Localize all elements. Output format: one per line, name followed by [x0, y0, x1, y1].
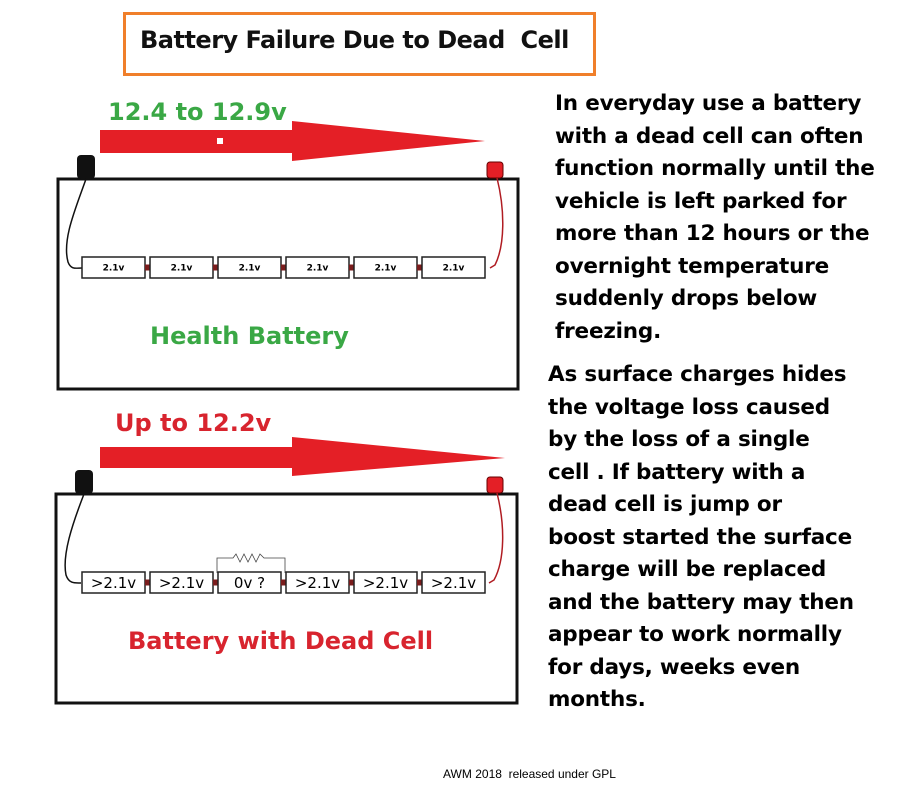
cell-voltage-label: >2.1v	[431, 574, 476, 592]
cell	[421, 256, 486, 279]
cell-voltage-label: 2.1v	[239, 264, 261, 274]
dead-voltage-label: Up to 12.2v	[115, 409, 272, 437]
cell-connector	[281, 579, 286, 586]
healthy-cells: 2.1v 2.1v 2.1v 2.1v 2.1v 2.1v	[81, 256, 486, 279]
cell-connector	[145, 579, 150, 586]
positive-wire	[488, 492, 504, 584]
cell-voltage-label: 2.1v	[375, 264, 397, 274]
voltage-arrow-dead	[100, 437, 505, 476]
paragraph-line: dead cell is jump or	[548, 492, 782, 517]
paragraph-line: boost started the surface	[548, 524, 852, 550]
resistor-symbol	[216, 553, 286, 573]
paragraph-line: and the battery may then	[548, 589, 854, 615]
healthy-battery-case	[56, 177, 520, 391]
paragraph-line: In everyday use a battery	[555, 91, 862, 116]
cell-voltage-label: 2.1v	[307, 264, 329, 274]
cell-connector	[349, 579, 354, 586]
negative-terminal	[75, 470, 93, 494]
diagram-title: Battery Failure Due to Dead Cell	[140, 26, 569, 54]
cell-voltage-label: 0v ?	[234, 574, 265, 592]
cell-connector	[213, 579, 218, 586]
negative-wire	[64, 493, 85, 584]
cell-connector	[417, 579, 422, 586]
healthy-voltage-label: 12.4 to 12.9v	[108, 98, 287, 126]
paragraph-line: freezing.	[555, 318, 662, 344]
paragraph-line: cell . If battery with a	[548, 459, 806, 485]
cell-connector	[349, 264, 354, 271]
paragraph-line: by the loss of a single	[548, 427, 810, 452]
paragraph-line: function normally until the	[555, 156, 875, 181]
paragraph-line: with a dead cell can often	[555, 123, 864, 149]
paragraph-line: for days, weeks even	[548, 654, 801, 680]
paragraph-line: suddenly drops below	[555, 286, 818, 311]
cell-voltage-label: >2.1v	[295, 574, 340, 592]
cell-connector	[145, 264, 150, 271]
cell-connector	[213, 264, 218, 271]
paragraph-line: the voltage loss caused	[548, 394, 830, 420]
positive-terminal	[486, 161, 504, 179]
healthy-battery-label: Health Battery	[150, 322, 349, 350]
dead-battery-label: Battery with Dead Cell	[128, 627, 434, 655]
paragraph-line: vehicle is left parked for	[555, 188, 847, 214]
explanation-paragraph-1: In everyday use a battery with a dead cel…	[555, 88, 905, 348]
positive-terminal	[486, 476, 504, 494]
dead-cells: >2.1v >2.1v 0v ? >2.1v >2.1v >2.1v	[81, 571, 486, 594]
voltage-arrow-healthy	[100, 121, 485, 161]
negative-wire	[65, 178, 87, 269]
cell-voltage-label: 2.1v	[443, 264, 465, 274]
cell-voltage-label: >2.1v	[363, 574, 408, 592]
negative-terminal	[77, 155, 95, 179]
paragraph-line: charge will be replaced	[548, 557, 827, 582]
cell-voltage-label: 2.1v	[171, 264, 193, 274]
cell-connector	[281, 264, 286, 271]
paragraph-line: overnight temperature	[555, 253, 830, 279]
cell-voltage-label: 2.1v	[103, 264, 125, 274]
paragraph-line: more than 12 hours or the	[555, 221, 870, 246]
dead-battery-case	[54, 492, 519, 705]
footer-credit: AWM 2018 released under GPL	[443, 767, 616, 781]
paragraph-line: appear to work normally	[548, 622, 842, 647]
explanation-paragraph-2: As surface charges hides the voltage loss…	[548, 359, 898, 717]
paragraph-line: As surface charges hides	[548, 362, 847, 387]
cell-voltage-label: >2.1v	[91, 574, 136, 592]
positive-wire	[489, 177, 504, 269]
arrow-marker	[217, 138, 223, 144]
cell-voltage-label: >2.1v	[159, 574, 204, 592]
title-box	[123, 12, 596, 76]
cell-connector	[417, 264, 422, 271]
paragraph-line: months.	[548, 687, 646, 712]
cell	[421, 571, 486, 594]
